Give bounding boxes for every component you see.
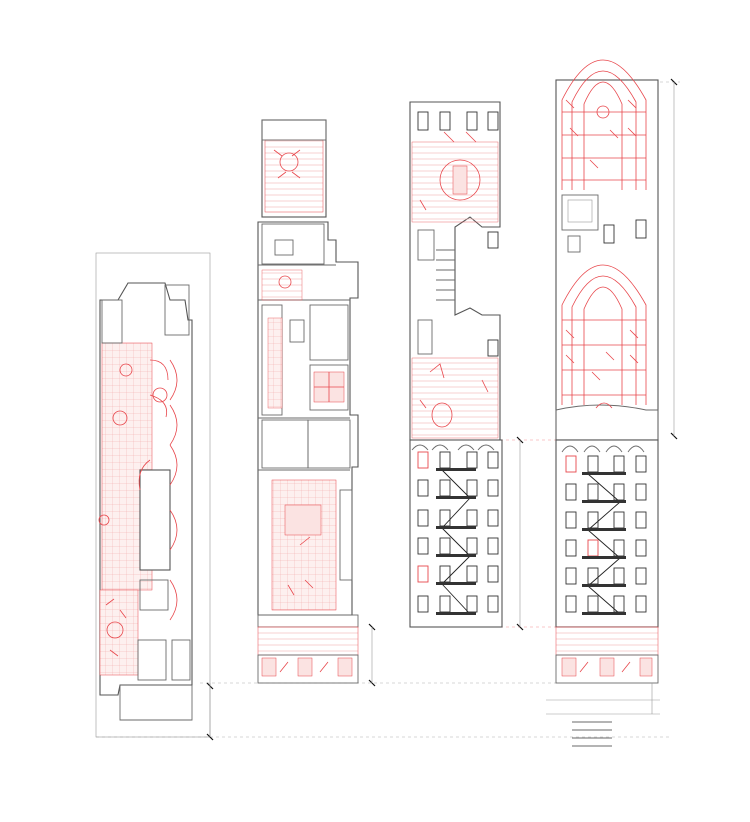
section-4-fire-escape (582, 472, 626, 615)
section-2-roof-deck (264, 139, 324, 213)
section-1 (95, 252, 214, 741)
section-4-upper-vault (561, 59, 647, 190)
section-3-elevation (409, 101, 524, 631)
section-3-upper-windows (417, 111, 499, 357)
section-3-fire-escape (436, 468, 476, 615)
section-4-lower-vault (561, 264, 647, 405)
section-2 (257, 119, 376, 687)
section-4-facade-windows (565, 455, 647, 613)
section-4-elevation (546, 59, 678, 747)
section-2-kitchen-grid (271, 479, 337, 611)
section-3-facade-windows (417, 451, 499, 613)
